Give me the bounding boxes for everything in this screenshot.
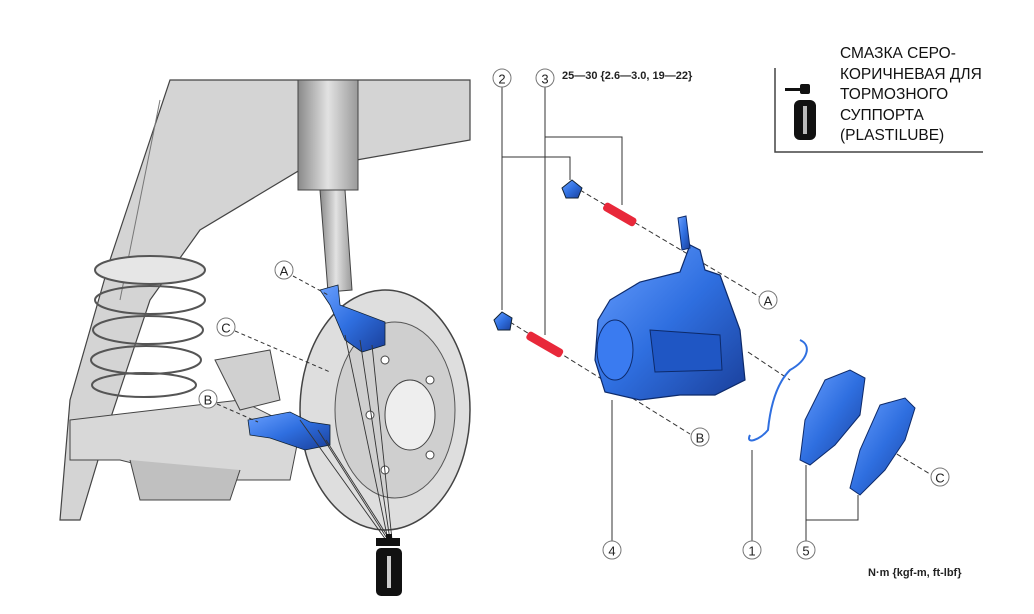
- point-circle-a-right: [758, 290, 778, 310]
- strut: [297, 79, 359, 293]
- point-a-left: A: [280, 264, 289, 279]
- point-c-left: C: [221, 321, 230, 336]
- legend-spray-can-icon: [785, 84, 816, 140]
- callout-circle-1: [742, 540, 762, 560]
- leader-lines: [501, 87, 859, 541]
- callout-circle-4: [602, 540, 622, 560]
- point-circle-c-left: [216, 317, 236, 337]
- legend-line: ТОРМОЗНОГО: [840, 86, 949, 103]
- point-c-right: C: [935, 471, 944, 486]
- legend-line: (PLASTILUBE): [840, 127, 945, 144]
- point-circle-c-right: [930, 467, 950, 487]
- torque-spec: 25—30 {2.6—3.0, 19—22}: [562, 70, 693, 82]
- torque-units: N·m {kgf-m, ft-lbf}: [868, 567, 962, 579]
- legend-line: СМАЗКА СЕРО-: [840, 45, 956, 62]
- legend-frame: [774, 68, 983, 153]
- callout-3: 3: [541, 72, 548, 87]
- legend-line: КОРИЧНЕВАЯ ДЛЯ: [840, 65, 982, 83]
- point-circle-b-left: [198, 389, 218, 409]
- grease-spray-can-icon: [376, 534, 402, 596]
- point-b-left: B: [204, 393, 213, 408]
- point-circle-a-left: [274, 260, 294, 280]
- grease-leader-lines: [299, 334, 393, 541]
- brake-pad-outer: [849, 397, 916, 496]
- knuckle-bracket: [214, 349, 281, 411]
- coil-spring: [90, 255, 206, 398]
- point-circle-b-right: [690, 427, 710, 447]
- brake-pad-inner: [799, 369, 866, 466]
- guide-bolt-lower: [493, 311, 513, 331]
- point-b-right: B: [696, 431, 705, 446]
- callout-circle-3: [535, 68, 555, 88]
- callout-1: 1: [748, 544, 755, 559]
- slide-pin-lower: [526, 331, 564, 358]
- caliper-body: [594, 215, 746, 401]
- legend-text: СМАЗКА СЕРО- КОРИЧНЕВАЯ ДЛЯ ТОРМОЗНОГО С…: [840, 44, 1030, 147]
- guide-bolt-upper: [561, 179, 583, 199]
- lower-control-arm: [69, 399, 301, 501]
- slide-pin-upper: [603, 202, 637, 227]
- callout-2: 2: [498, 72, 505, 87]
- callout-circle-5: [796, 540, 816, 560]
- anti-rattle-spring: [748, 339, 808, 442]
- point-a-right: A: [764, 294, 773, 309]
- callout-5: 5: [802, 544, 809, 559]
- left-dashed-leaders: [216, 275, 331, 423]
- caliper-bracket-upper: [319, 284, 386, 353]
- brake-disc: [299, 289, 471, 531]
- callout-4: 4: [608, 544, 615, 559]
- legend-line: СУППОРТА: [840, 106, 924, 124]
- callout-circle-2: [492, 68, 512, 88]
- caliper-bracket-lower: [247, 411, 331, 451]
